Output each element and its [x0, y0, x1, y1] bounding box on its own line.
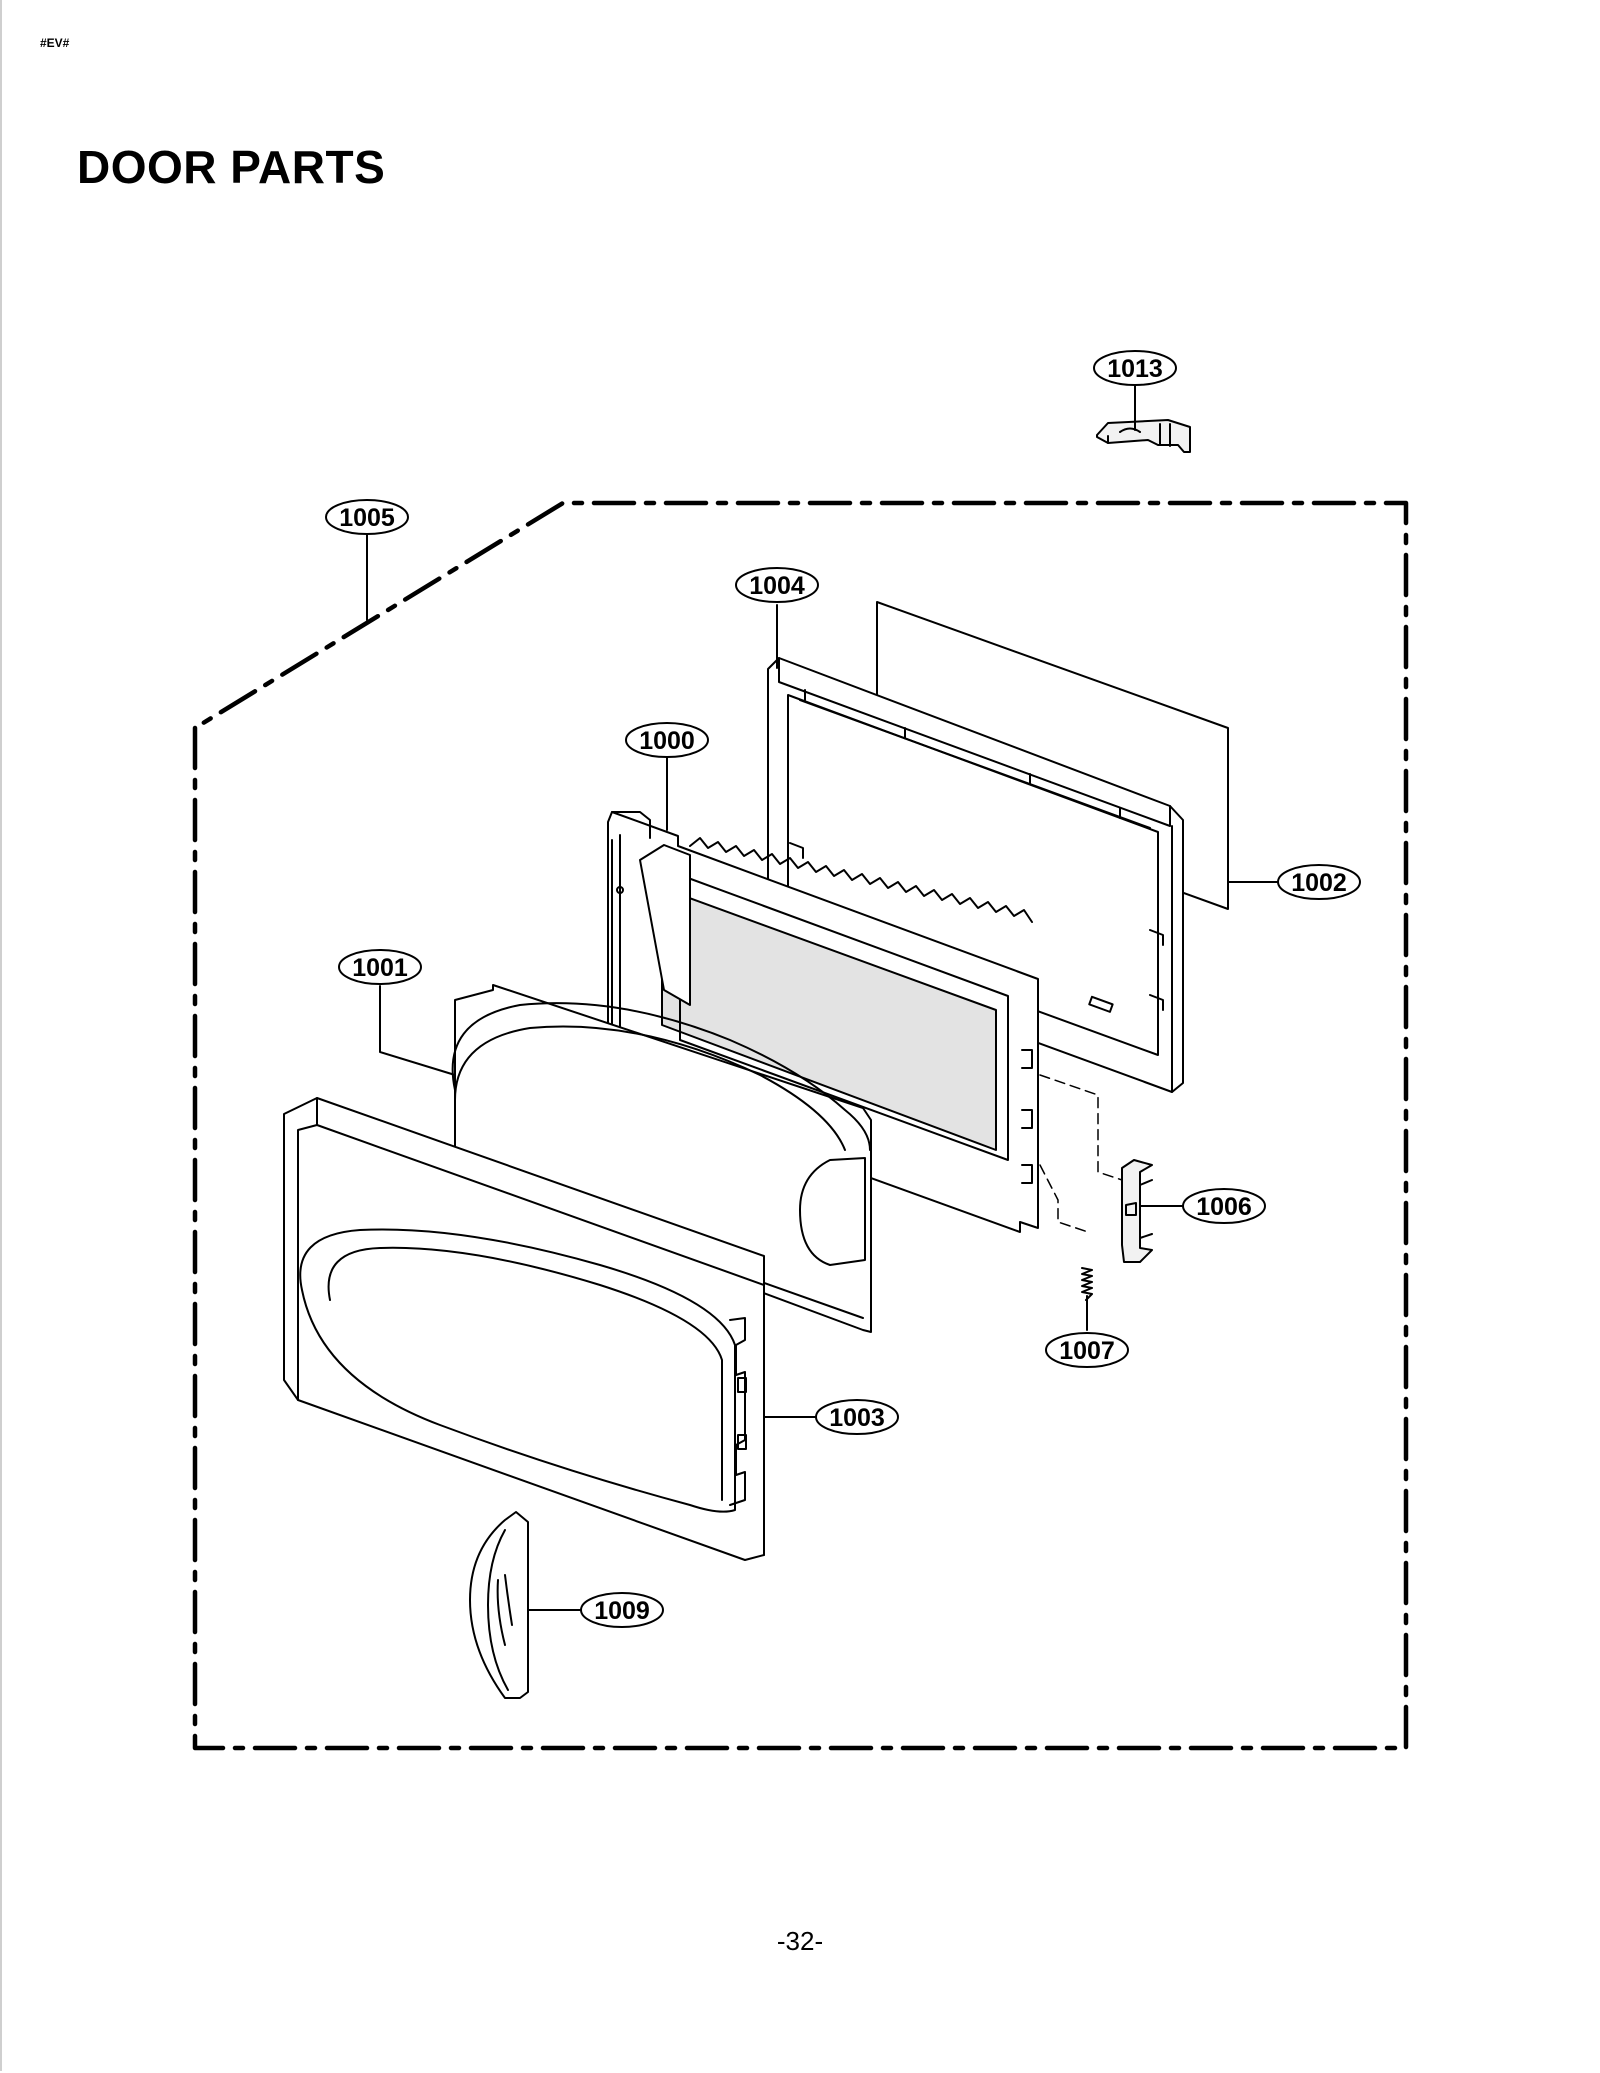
callout-label: 1007	[1059, 1337, 1115, 1365]
part-1009-handle	[469, 1511, 529, 1699]
callout-1009: 1009	[580, 1592, 664, 1628]
part-1004-choke-frame	[767, 657, 1184, 1093]
callout-1005: 1005	[325, 499, 409, 535]
callout-label: 1009	[594, 1597, 650, 1625]
callout-label: 1000	[639, 727, 695, 755]
document-tag: #EV#	[40, 36, 70, 50]
part-1013-latch	[1096, 419, 1191, 453]
callout-1004: 1004	[735, 567, 819, 603]
page-title: DOOR PARTS	[77, 141, 386, 193]
part-1007-spring	[1081, 1267, 1093, 1301]
callout-label: 1004	[749, 572, 805, 600]
callout-label: 1006	[1196, 1193, 1252, 1221]
callout-1006: 1006	[1182, 1188, 1266, 1224]
callout-label: 1003	[829, 1404, 885, 1432]
callout-label: 1013	[1107, 355, 1163, 383]
leader-lines	[366, 383, 1279, 1611]
callout-1007: 1007	[1045, 1332, 1129, 1368]
part-1003-door-front	[283, 1097, 765, 1561]
callout-1003: 1003	[815, 1399, 899, 1435]
part-1006-hinge-bracket	[1039, 1074, 1153, 1263]
part-1000-inner-frame	[607, 811, 1039, 1233]
callout-label: 1001	[352, 954, 408, 982]
callout-1000: 1000	[625, 722, 709, 758]
page-number: -32-	[776, 1926, 824, 1956]
callout-1002: 1002	[1277, 864, 1361, 900]
callout-label: 1005	[339, 504, 395, 532]
leader-1001	[379, 985, 456, 1076]
callout-1001: 1001	[338, 949, 422, 985]
assembly-boundary	[192, 500, 1409, 1751]
callout-label: 1002	[1291, 869, 1347, 897]
callout-1013: 1013	[1093, 350, 1177, 386]
